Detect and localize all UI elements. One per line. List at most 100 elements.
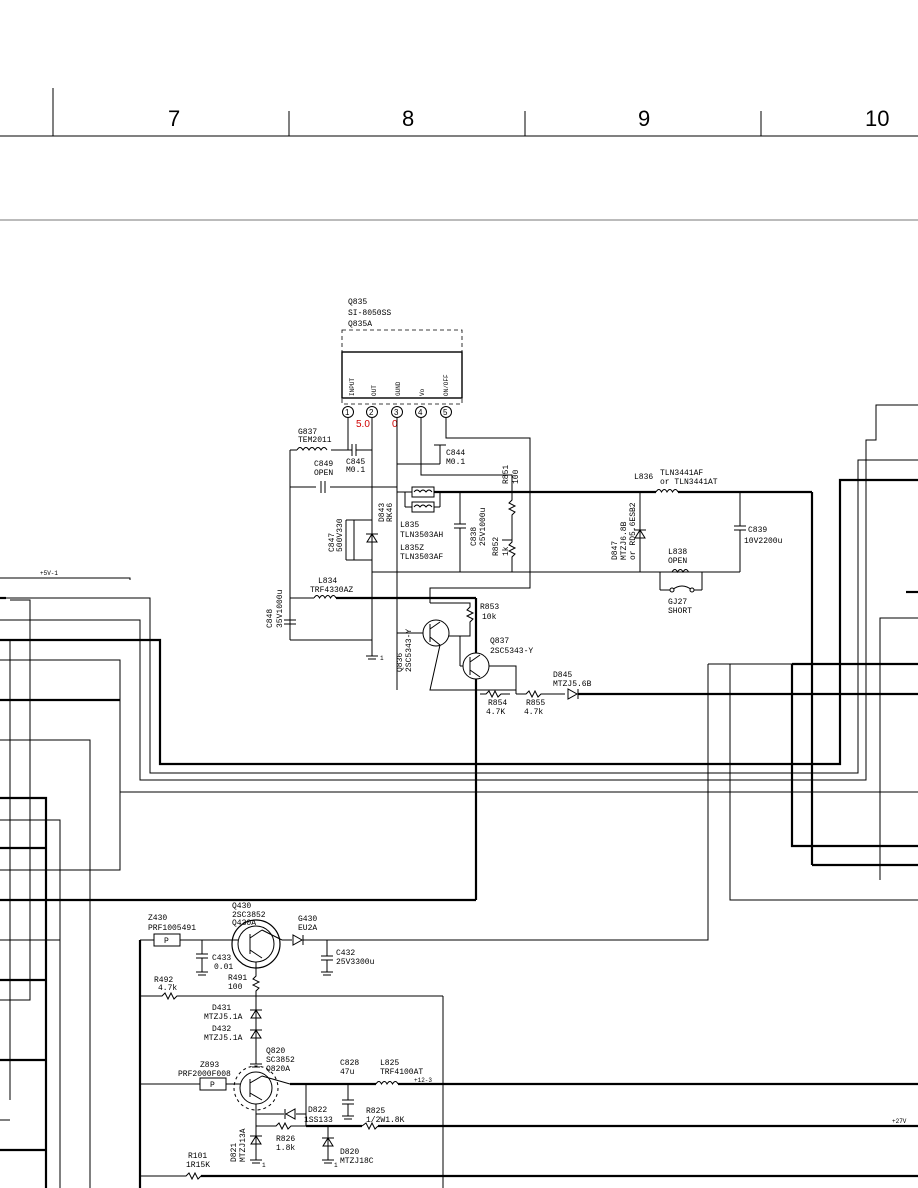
q430-alt: Q430A	[232, 919, 256, 928]
diode-d847: D847 MTZJ6.8B or RD5.6ESB2	[611, 492, 646, 572]
d845-part: MTZJ5.6B	[553, 680, 592, 689]
l838-ref: L838	[668, 548, 687, 557]
d845-ref: D845	[553, 671, 572, 680]
l835-ref: L835	[400, 521, 419, 530]
column-number-8: 8	[402, 106, 414, 131]
capacitor-c838: C838 25V1000u	[454, 492, 488, 572]
z430-box: P	[164, 937, 169, 946]
r825-ref: R825	[366, 1107, 385, 1116]
capacitor-c839: C839 10V2200u	[734, 492, 783, 572]
r851-ref: R851	[502, 465, 511, 484]
q835-pin-number-5: 5	[443, 408, 448, 417]
c839-ref: C839	[748, 526, 767, 535]
net-5v-1: +5V-1	[40, 570, 58, 577]
capacitor-c828: C828 47u	[290, 1059, 376, 1116]
q835-pin-onoff: ON/OFF	[443, 374, 450, 396]
q835-pin-number-2: 2	[369, 408, 374, 417]
resistor-r852: R852 1k	[492, 537, 517, 572]
left-bus	[138, 940, 444, 1188]
d843-value: RK46	[386, 503, 395, 522]
z893-part: PRF2000F008	[178, 1070, 231, 1079]
capacitor-c844: C844 M0.1	[434, 444, 465, 467]
q836-ref: Q836	[396, 653, 405, 672]
capacitor-c433: C433 0.01	[196, 940, 233, 972]
l825-part: TRF4100AT	[380, 1068, 423, 1077]
routing-lines	[0, 404, 918, 1188]
diode-g430: G430 EU2A	[282, 915, 317, 946]
l836-part1: TLN3441AF	[660, 469, 703, 478]
l834-ref: L834	[318, 577, 337, 586]
d821-ref: D821	[230, 1143, 239, 1162]
r855-ref: R855	[526, 699, 545, 708]
d820-part: MTZJ18C	[340, 1157, 374, 1166]
diode-d822: D822 1SS133	[256, 1084, 333, 1126]
c849-value: OPEN	[314, 469, 333, 478]
d847-part2: or RD5.6ESB2	[629, 502, 638, 560]
resistor-r101: R101 1R15K	[140, 1152, 918, 1181]
c849-ref: C849	[314, 460, 333, 469]
d847-part1: MTZJ6.8B	[620, 521, 629, 560]
c828-value: 47u	[340, 1068, 355, 1077]
r855-value: 4.7k	[524, 708, 543, 717]
resistor-r826: R826 1.8k	[256, 1121, 306, 1153]
d822-part: 1SS133	[304, 1116, 333, 1125]
diode-d432: D432 MTZJ5.1A	[204, 1025, 262, 1043]
l835z-ref: L835Z	[400, 544, 424, 553]
resistor-r851: R851 100	[502, 465, 521, 541]
c844-ref: C844	[446, 449, 465, 458]
r852-value: 1k	[502, 546, 511, 556]
c847-ref: C847	[328, 533, 337, 552]
g837-part: TEM2011	[298, 436, 332, 445]
z430-part: PRF1005491	[148, 924, 196, 933]
q837-part: 2SC5343-Y	[490, 647, 533, 656]
c838-ref: C838	[470, 527, 479, 546]
q430-ref: Q430	[232, 902, 251, 911]
diode-d431: D431 MTZJ5.1A	[204, 1002, 262, 1064]
c432-ref: C432	[336, 949, 355, 958]
r101-value: 1R15K	[186, 1161, 210, 1170]
r491-value: 100	[228, 983, 243, 992]
gj27-ref: GJ27	[668, 598, 687, 607]
q835-voltage-gnd: 0	[392, 419, 398, 430]
d847-ref: D847	[611, 541, 620, 560]
l835z-part: TLN3503AF	[400, 553, 443, 562]
c845-value: M0.1	[346, 466, 365, 475]
coil-g837: G837 TEM2011	[296, 428, 332, 451]
c848-value: 35V1000u	[276, 589, 285, 628]
resistor-r853: R853 10k	[430, 602, 499, 637]
capacitor-c432: C432 25V3300u	[321, 940, 375, 972]
l835-part: TLN3503AH	[400, 531, 443, 540]
r492-ref: R492	[154, 976, 173, 985]
r853-ref: R853	[480, 603, 499, 612]
inductor-l834: +5V-1 L834 TRF4330AZ	[0, 570, 478, 900]
inductor-l835: L835 TLN3503AH L835Z TLN3503AF	[397, 486, 443, 562]
r854-ref: R854	[488, 699, 507, 708]
q836-part: 2SC5343-Y	[405, 629, 414, 672]
r851-value: 100	[512, 469, 521, 484]
d820-ref: D820	[340, 1148, 359, 1157]
r854-value: 4.7K	[486, 708, 505, 717]
q835-pin-number-4: 4	[418, 408, 423, 417]
c847-value: 500V330	[336, 518, 345, 552]
transistor-q836: Q836 2SC5343-Y	[396, 619, 516, 691]
resistor-r825: R825 1/2W1.8K +27V	[306, 1107, 918, 1131]
gj27-value: SHORT	[668, 607, 692, 616]
g430-ref: G430	[298, 915, 317, 924]
d821-part: MTZJ13A	[239, 1128, 248, 1162]
diode-d845: D845 MTZJ5.6B	[553, 671, 918, 700]
fuse-z430: P Z430 PRF1005491	[140, 914, 238, 947]
q835-alt: Q835A	[348, 320, 372, 329]
ground-symbol-1: 1	[366, 650, 384, 662]
resistor-r854: R854 4.7K	[480, 689, 510, 717]
z430-ref: Z430	[148, 914, 167, 923]
d431-ref: D431	[212, 1004, 231, 1013]
q835-pin-number-1: 1	[345, 408, 350, 417]
grid-header: 7 8 9 10	[0, 88, 918, 221]
q835-pin-number-3: 3	[394, 408, 399, 417]
c838-value: 25V1000u	[479, 507, 488, 546]
l836-ref: L836	[634, 473, 653, 482]
z893-box: P	[210, 1081, 215, 1090]
r825-value: 1/2W1.8K	[366, 1116, 405, 1125]
q835-pin-vo: Vo	[419, 388, 426, 396]
q835-pin-gund: GUND	[395, 381, 402, 396]
